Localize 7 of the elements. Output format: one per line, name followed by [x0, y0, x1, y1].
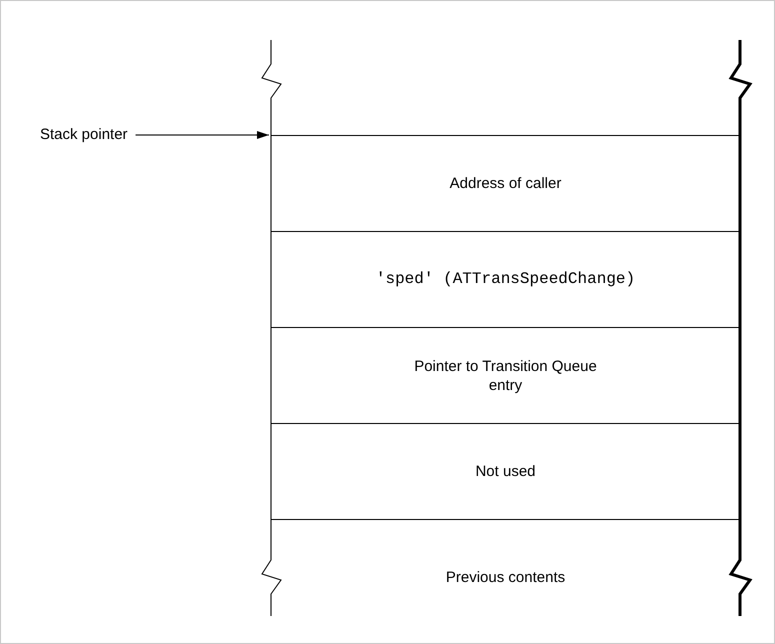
stack-cell: Not used	[271, 423, 740, 519]
pointer-label: Stack pointer	[40, 126, 128, 143]
stack-cell: Pointer to Transition Queue entry	[271, 327, 740, 423]
arrow	[135, 131, 270, 139]
stack-cell: Address of caller	[271, 135, 740, 231]
stack-cell: Previous contents	[271, 519, 740, 615]
stack-cell: 'sped' (ATTransSpeedChange)	[271, 231, 740, 327]
